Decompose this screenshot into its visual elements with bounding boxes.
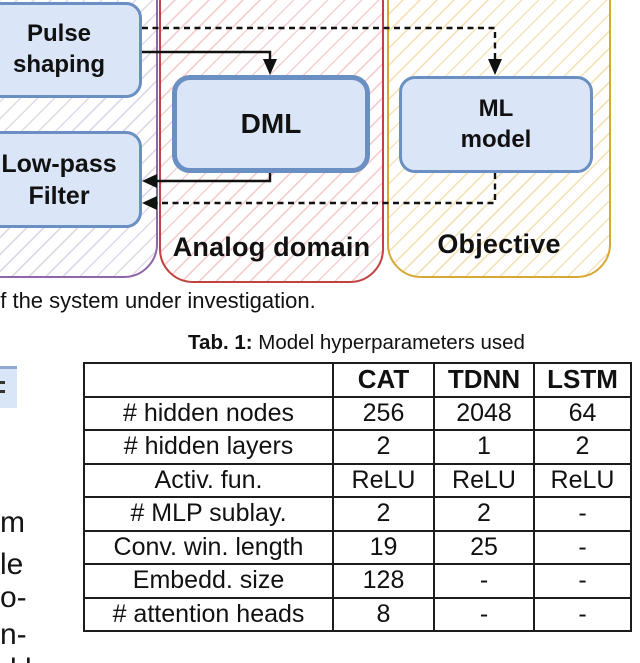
table-cell: # attention heads (83, 596, 334, 632)
pulse-shaping-label-line2: shaping (12, 51, 105, 78)
pulse-shaping-label-line1: Pulse (26, 20, 92, 48)
table-cell: - (533, 596, 632, 632)
table-cell: # hidden layers (83, 429, 334, 465)
clipped-figure-fragment (0, 366, 17, 408)
table-cell: # MLP sublay. (83, 496, 334, 532)
table-cell: - (533, 563, 632, 599)
text-fragment: m (0, 506, 25, 539)
table-cell: - (533, 529, 632, 565)
table-cell: 25 (433, 529, 535, 565)
text-fragment: n- (0, 618, 27, 651)
ml-model-block: ML model (399, 76, 593, 173)
table-cell: # hidden nodes (83, 395, 334, 431)
table-cell: ReLU (433, 462, 535, 498)
fragment-mark (0, 390, 5, 393)
table-cell: 2 (433, 496, 535, 532)
low-pass-label-line2: Filter (28, 181, 90, 210)
table-title-number: Tab. 1: (188, 331, 253, 354)
fragment-mark (0, 381, 5, 384)
table-cell: 2 (332, 496, 435, 532)
pulse-shaping-block: Pulse shaping (0, 2, 142, 98)
table-cell: 2 (332, 429, 435, 465)
table-cell: - (533, 496, 632, 532)
column-header: TDNN (433, 362, 535, 398)
table-cell: 1 (433, 429, 535, 465)
table-cell: Embedd. size (83, 563, 334, 599)
analog-domain-label: Analog domain (172, 232, 371, 262)
text-fragment: le (0, 548, 24, 581)
dml-label: DML (240, 108, 302, 140)
table-cell: 256 (332, 395, 435, 431)
system-block-diagram: Analog domain Objective Pulse shaping Lo… (0, 0, 640, 292)
table-cell: 8 (332, 596, 435, 632)
objective-label: Objective (437, 229, 561, 259)
table-cell: 2048 (433, 395, 535, 431)
column-header: CAT (332, 362, 435, 398)
low-pass-filter-block: Low-pass Filter (0, 131, 142, 228)
table-cell: - (433, 563, 535, 599)
text-fragment-clipped: d l (0, 653, 32, 663)
column-header (83, 362, 334, 398)
figure-caption: of the system under investigation. (0, 288, 316, 313)
table-cell: Activ. fun. (83, 462, 334, 498)
table-title-text: Model hyperparameters used (252, 331, 525, 354)
low-pass-label-line1: Low-pass (1, 149, 117, 178)
table-cell: 19 (332, 529, 435, 565)
table-cell: Conv. win. length (83, 529, 334, 565)
table-cell: ReLU (332, 462, 435, 498)
text-fragment: o- (0, 581, 27, 614)
table-cell: 2 (533, 429, 632, 465)
dml-block: DML (172, 75, 370, 173)
ml-model-label-line1: ML (478, 94, 514, 122)
table-cell: 64 (533, 395, 632, 431)
column-header: LSTM (533, 362, 632, 398)
table-cell: 128 (332, 563, 435, 599)
table-cell: - (433, 596, 535, 632)
ml-model-label-line2: model (460, 125, 532, 153)
table-cell: ReLU (533, 462, 632, 498)
table-title: Tab. 1: Model hyperparameters used (83, 331, 630, 355)
